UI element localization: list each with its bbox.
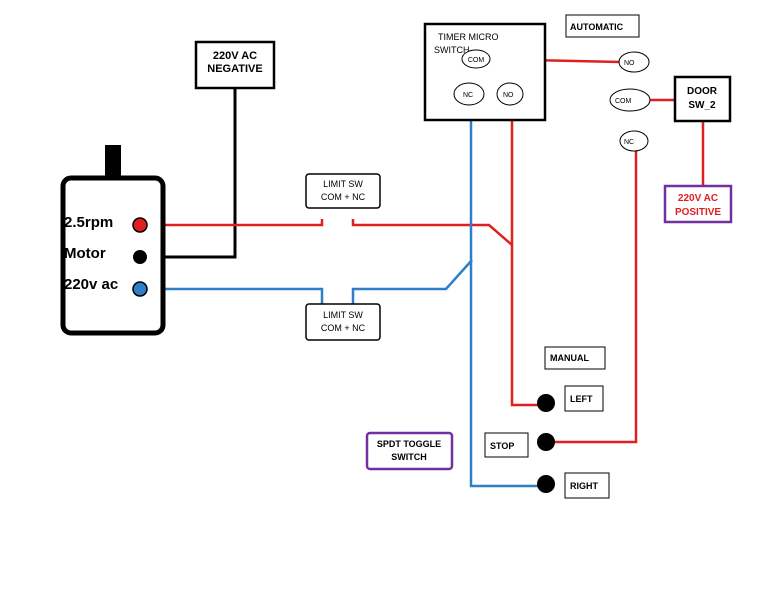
spdt-toggle-line1: SPDT TOGGLE [377, 439, 441, 449]
motor-label-voltage: 220v ac [64, 276, 118, 293]
timer-nc-label: NC [463, 92, 473, 99]
motor-blue-wire [140, 287, 324, 304]
positive-supply-line2: POSITIVE [675, 207, 721, 218]
right-terminal [537, 475, 555, 493]
limit-switch-bottom [305, 303, 381, 341]
manual-label-box [544, 346, 606, 370]
positive-supply-line1: 220V AC [678, 193, 718, 204]
limit-switch-bottom-line1: LIMIT SW [323, 310, 363, 320]
door-com-terminal [609, 88, 651, 112]
limit-switch-top [305, 173, 381, 209]
motor-label-name: Motor [64, 245, 106, 262]
right-label: RIGHT [570, 481, 599, 491]
door-no-terminal [618, 51, 650, 73]
left-label: LEFT [570, 394, 593, 404]
timer-micro-switch-box [423, 22, 547, 122]
door-no-label: NO [624, 60, 635, 67]
limit-bottom-to-right-wire [351, 259, 473, 304]
door-switch-line2: SW_2 [688, 100, 716, 111]
spdt-toggle-box [365, 431, 454, 471]
stop-terminal [537, 433, 555, 451]
spdt-toggle-line2: SWITCH [391, 452, 427, 462]
timer-no-terminal [496, 82, 524, 106]
motor-black-terminal [133, 250, 147, 264]
limit-switch-top-line2: COM + NC [321, 192, 366, 202]
door-com-label: COM [615, 98, 632, 105]
negative-wire [140, 88, 237, 259]
door-nc-terminal [619, 130, 649, 152]
limit-switch-top-line1: LIMIT SW [323, 179, 363, 189]
door-switch-line1: DOOR [687, 86, 718, 97]
automatic-label-box [565, 14, 640, 38]
timer-com-terminal [461, 49, 491, 69]
negative-supply-line1: 220V AC [213, 50, 257, 62]
left-terminal [537, 394, 555, 412]
negative-supply-box [194, 40, 276, 90]
manual-label: MANUAL [550, 353, 589, 363]
limit-switch-bottom-line2: COM + NC [321, 323, 366, 333]
timer-nc-terminal [453, 82, 485, 106]
motor-red-terminal [132, 217, 148, 233]
timer-nc-wire [469, 103, 546, 488]
motor-blue-terminal [132, 281, 148, 297]
timer-label-line1: TIMER MICRO [438, 32, 499, 42]
stop-label-box [484, 432, 529, 458]
timer-no-label: NO [503, 92, 514, 99]
left-label-box [564, 385, 604, 412]
door-switch-box [673, 75, 732, 123]
motor-shaft [105, 145, 121, 177]
stop-wire [546, 151, 638, 444]
door-nc-label: NC [624, 139, 634, 146]
motor-red-wire [140, 219, 324, 227]
limit-top-to-left-wire [351, 219, 546, 407]
right-label-box [564, 472, 610, 499]
timer-com-label: COM [468, 57, 485, 64]
automatic-label: AUTOMATIC [570, 22, 624, 32]
stop-label: STOP [490, 441, 514, 451]
negative-supply-line2: NEGATIVE [207, 63, 262, 75]
timer-label-line2: SWITCH [434, 45, 470, 55]
positive-supply-box [663, 184, 733, 224]
motor-label-speed: 2.5rpm [64, 214, 113, 231]
